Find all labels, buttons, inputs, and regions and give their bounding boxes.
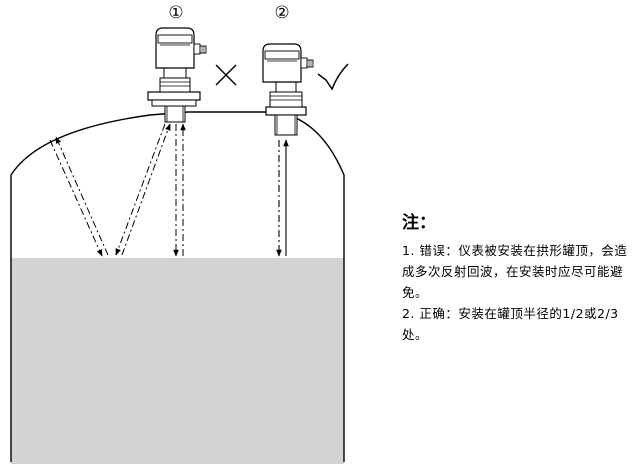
wrong-mark-icon: [215, 64, 237, 86]
check-mark-icon: [317, 63, 349, 91]
note-item-wrong: 1. 错误：仪表被安装在拱形罐顶，会造成多次反射回波，在安装时应尽可能避免。: [402, 243, 628, 300]
sensor-2-correct: [262, 43, 314, 136]
tank-installation-diagram: ① ②: [10, 3, 349, 464]
sensor-1-wrong: [147, 27, 207, 123]
liquid-level: [11, 258, 344, 464]
tank-outline: [10, 111, 345, 462]
sensor-2-label: ②: [274, 3, 289, 23]
note-title: 注：: [402, 213, 436, 233]
reflection-paths-correct: [276, 139, 289, 257]
reflection-paths-wrong: [49, 123, 186, 257]
sensor-1-label: ①: [168, 3, 183, 23]
note-panel: 注： 1. 错误：仪表被安装在拱形罐顶，会造成多次反射回波，在安装时应尽可能避免…: [402, 212, 632, 345]
note-item-correct: 2. 正确：安装在罐顶半径的1/2或2/3处。: [402, 306, 619, 342]
